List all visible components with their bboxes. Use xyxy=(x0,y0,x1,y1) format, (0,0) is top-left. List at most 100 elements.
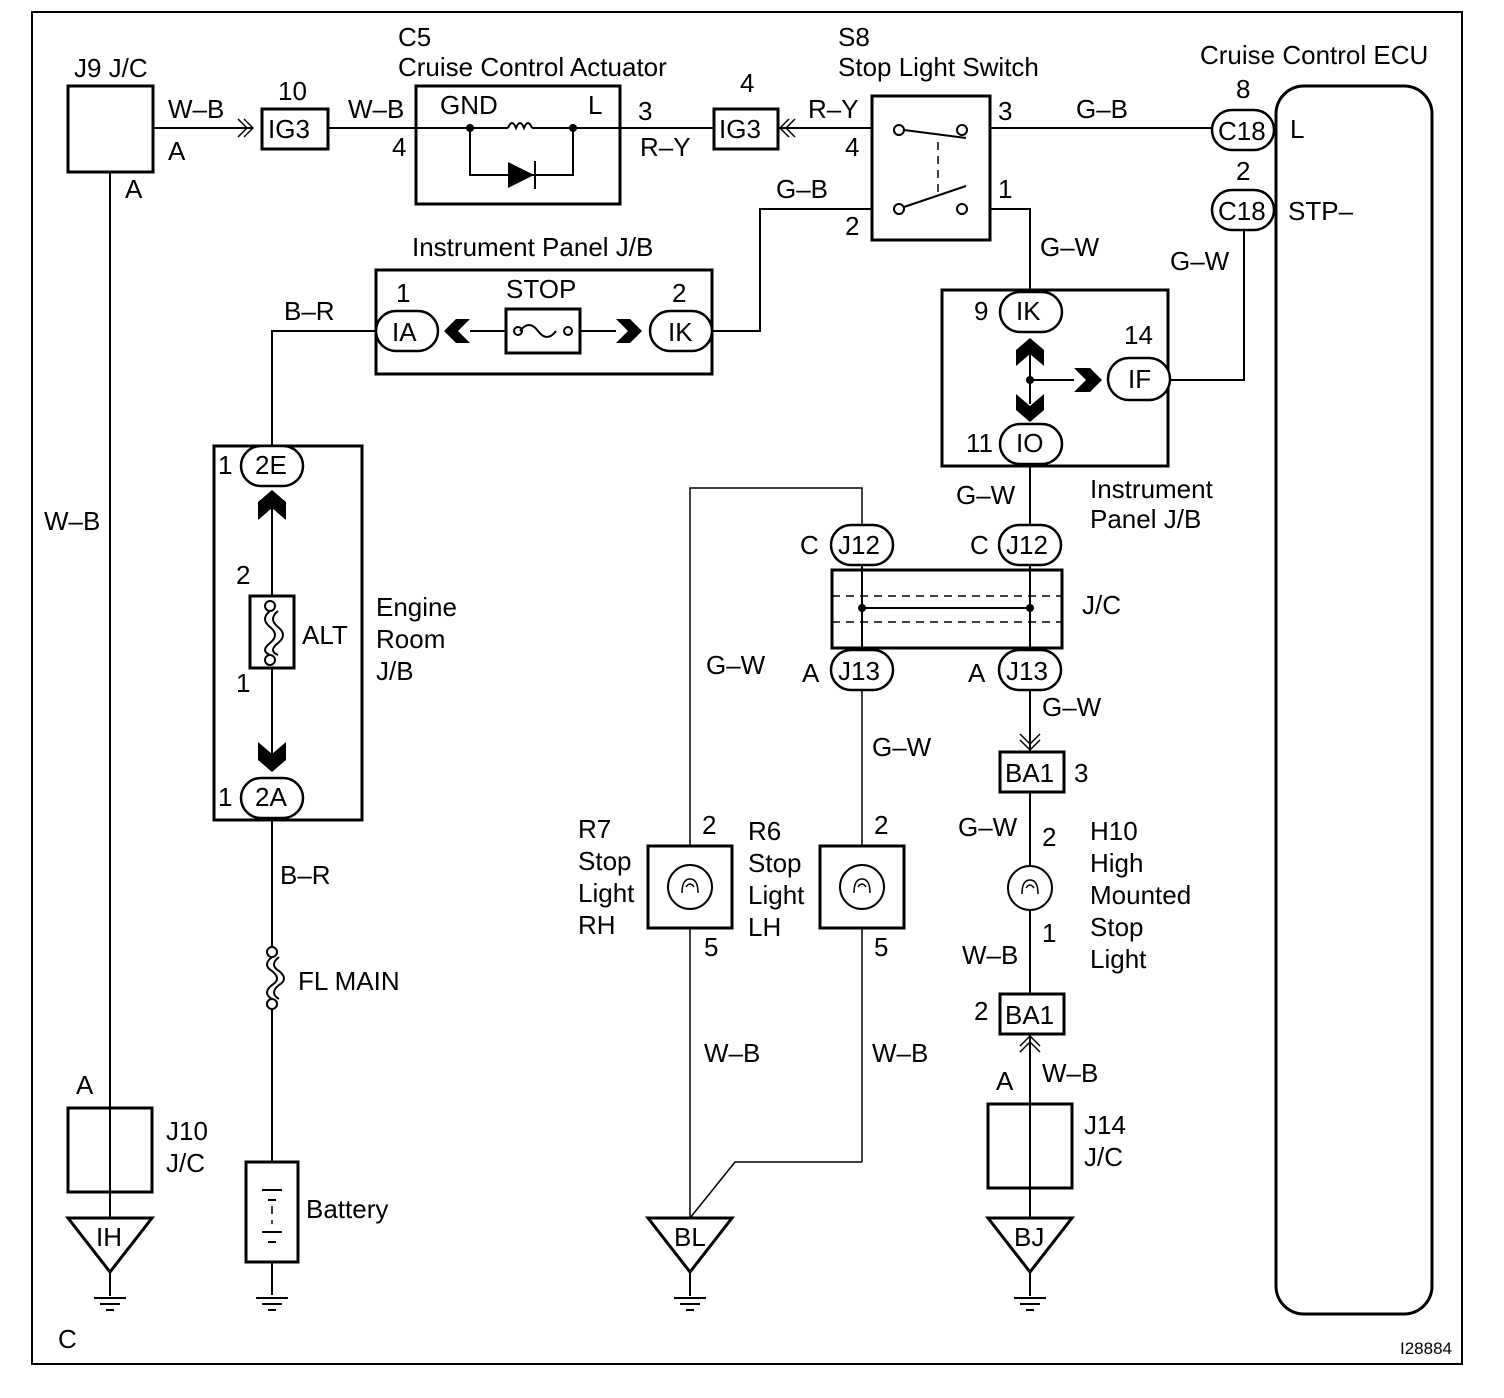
ipjb-right-io: IO xyxy=(1016,428,1043,458)
j12-left-pin: C xyxy=(800,530,819,560)
ig3-right-connector: IG3 4 xyxy=(712,68,796,151)
ipjb-top-fuse-label: STOP xyxy=(506,274,576,304)
ba1-bot-pin: 2 xyxy=(974,996,988,1026)
ig3-left-pin: 10 xyxy=(278,76,307,106)
ba1-bottom-connector: BA1 2 xyxy=(974,992,1066,1053)
s8-stop-light-switch: S8 Stop Light Switch 4 3 2 1 xyxy=(838,22,1039,242)
wire-label: G–W xyxy=(1170,246,1230,276)
r7-line3: RH xyxy=(578,910,616,940)
ecu-conn-bot: C18 xyxy=(1218,196,1266,226)
ecu-pin-bot: 2 xyxy=(1236,156,1250,186)
r6-line2: Light xyxy=(748,880,805,910)
ground-ih: IH xyxy=(64,1216,156,1311)
r6-pin-bot: 5 xyxy=(874,932,888,962)
wire-label: G–W xyxy=(872,732,932,762)
j10-pin: A xyxy=(76,1070,94,1100)
ground-bl: BL xyxy=(644,1216,736,1311)
erjb-name-3: J/B xyxy=(376,656,414,686)
ig3-left-connector: IG3 10 xyxy=(237,76,330,151)
j10-name-1: J10 xyxy=(166,1116,208,1146)
r6-code: R6 xyxy=(748,816,781,846)
junction-connector-j12-j13: C J12 C J12 J/C A J13 A J13 xyxy=(800,523,1121,692)
j12-left: J12 xyxy=(838,530,880,560)
erjb-name-1: Engine xyxy=(376,592,457,622)
ground-bl-label: BL xyxy=(674,1222,706,1252)
fuse-icon xyxy=(519,324,557,338)
s8-pin-4: 4 xyxy=(845,132,859,162)
j9-pin-right: A xyxy=(168,136,186,166)
fusible-link-icon xyxy=(264,610,276,656)
wire-label: W–B xyxy=(168,94,224,124)
jc-mid-name: J/C xyxy=(1082,590,1121,620)
erjb-fuse-pin-top: 2 xyxy=(236,560,250,590)
bulb-icon xyxy=(667,864,713,910)
j14-name-2: J/C xyxy=(1084,1142,1123,1172)
fl-main-fusible-link: FL MAIN xyxy=(266,946,400,1010)
r6-stop-light-lh: 2 5 R6 Stop Light LH xyxy=(748,810,906,962)
r7-code: R7 xyxy=(578,814,611,844)
ipjb-right-ik-pin: 9 xyxy=(974,296,988,326)
ipjb-top-left-pin: 1 xyxy=(396,278,410,308)
j14-pin: A xyxy=(996,1066,1014,1096)
erjb-top-pin: 1 xyxy=(218,450,232,480)
wire-labels: W–B W–B R–Y R–Y G–B G–B B–R B–R G–W G–W … xyxy=(44,94,1230,1088)
wire-label: B–R xyxy=(284,296,335,326)
j12-right: J12 xyxy=(1006,530,1048,560)
s8-pin-3: 3 xyxy=(998,96,1012,126)
j12-right-pin: C xyxy=(970,530,989,560)
wire-label: G–W xyxy=(956,480,1016,510)
wire-label: W–B xyxy=(962,940,1018,970)
wire-label: R–Y xyxy=(808,94,859,124)
erjb-fuse-label: ALT xyxy=(302,620,348,650)
c5-name: Cruise Control Actuator xyxy=(398,52,667,82)
fl-main-label: FL MAIN xyxy=(298,966,400,996)
wire-label: G–W xyxy=(1040,232,1100,262)
h10-pin-bot: 1 xyxy=(1042,918,1056,948)
wire-label: W–B xyxy=(872,1038,928,1068)
r6-line3: LH xyxy=(748,912,781,942)
s8-name: Stop Light Switch xyxy=(838,52,1039,82)
ipjb-top-left-conn: IA xyxy=(392,317,417,347)
ecu-term-bot: STP– xyxy=(1288,196,1354,226)
ipjb-top-right-conn: IK xyxy=(668,317,693,347)
wire-label: G–W xyxy=(958,812,1018,842)
c5-code: C5 xyxy=(398,22,431,52)
s8-pin-2: 2 xyxy=(845,211,859,241)
r7-line1: Stop xyxy=(578,846,632,876)
ipjb-right-io-pin: 11 xyxy=(966,428,993,458)
j13-right: J13 xyxy=(1006,656,1048,686)
j13-left-pin: A xyxy=(802,658,820,688)
instrument-panel-jb-right: Instrument Panel J/B 9 IK 14 IF 11 IO xyxy=(940,288,1214,534)
wire-label: W–B xyxy=(1042,1058,1098,1088)
ipjb-top-right-pin: 2 xyxy=(672,278,686,308)
j9-junction-connector: J9 J/C A A xyxy=(66,53,186,204)
r6-pin-top: 2 xyxy=(874,810,888,840)
wire-label: R–Y xyxy=(640,132,691,162)
wire-label: B–R xyxy=(280,860,331,890)
wire-label: G–B xyxy=(776,174,828,204)
cruise-control-ecu: Cruise Control ECU 8 C18 L 2 C18 STP– xyxy=(1200,40,1434,1316)
r7-pin-bot: 5 xyxy=(704,932,718,962)
r7-stop-light-rh: 2 5 R7 Stop Light RH xyxy=(578,810,734,962)
h10-code: H10 xyxy=(1090,816,1138,846)
h10-line2: Mounted xyxy=(1090,880,1191,910)
ba1-top-label: BA1 xyxy=(1005,758,1054,788)
j14-junction-connector: A J14 J/C xyxy=(986,1066,1126,1190)
ig3-right-pin: 4 xyxy=(740,68,754,98)
ecu-term-top: L xyxy=(1290,114,1304,144)
r7-line2: Light xyxy=(578,878,635,908)
c5-gnd-label: GND xyxy=(440,90,498,120)
ground-ih-label: IH xyxy=(96,1222,122,1252)
ig3-left-label: IG3 xyxy=(268,114,310,144)
s8-pin-1: 1 xyxy=(998,174,1012,204)
wire-label: G–W xyxy=(706,650,766,680)
c5-pin-left: 4 xyxy=(392,132,406,162)
erjb-bot-conn: 2A xyxy=(255,782,287,812)
erjb-name-2: Room xyxy=(376,624,445,654)
fl-main-icon xyxy=(266,956,278,1000)
c5-cruise-control-actuator: C5 Cruise Control Actuator GND L 4 3 xyxy=(392,22,667,206)
wire-label: G–B xyxy=(1076,94,1128,124)
j9-label: J9 J/C xyxy=(74,53,148,83)
ground-bj: BJ xyxy=(984,1216,1076,1311)
